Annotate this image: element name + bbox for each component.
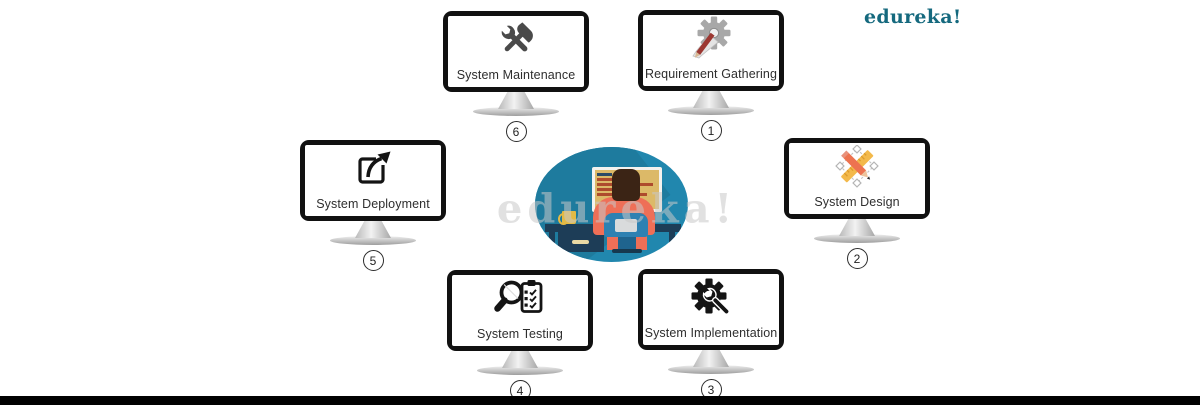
phase-number-badge: 5	[362, 250, 384, 271]
deploy-arrow-icon	[358, 151, 391, 184]
monitor-screen: System Deployment	[305, 145, 441, 216]
phase-number-badge: 6	[505, 121, 527, 142]
monitor-bezel: System Implementation	[638, 269, 784, 350]
monitor-system-maintenance: System Maintenance 6	[443, 11, 589, 142]
drawer-handle	[572, 240, 589, 244]
code-line	[597, 173, 612, 176]
monitor-stand	[693, 91, 729, 108]
magnifier-checklist-icon	[494, 280, 543, 313]
phase-label: System Deployment	[316, 197, 430, 211]
monitor-stand	[502, 351, 538, 368]
monitor-base	[668, 106, 754, 115]
monitor-system-testing: System Testing 4	[447, 270, 593, 401]
desk-leg	[669, 232, 675, 245]
chair-panel	[615, 219, 637, 232]
monitor-requirement-gathering: Requirement Gathering 1	[638, 10, 784, 141]
developer-illustration	[535, 147, 688, 262]
monitor-base	[477, 366, 563, 375]
code-line	[597, 178, 621, 181]
phase-label: System Maintenance	[456, 68, 576, 82]
monitor-stand	[693, 350, 729, 367]
phase-label: System Implementation	[644, 326, 778, 340]
phase-number-badge: 2	[846, 248, 868, 269]
monitor-screen: System Implementation	[643, 274, 779, 345]
coffee-mug	[562, 211, 576, 224]
phase-label: System Design	[814, 195, 900, 209]
phase-label: System Testing	[477, 327, 563, 341]
monitor-system-design: System Design 2	[784, 138, 930, 269]
monitor-base	[330, 236, 416, 245]
monitor-bezel: System Maintenance	[443, 11, 589, 92]
monitor-screen: Requirement Gathering	[643, 15, 779, 86]
edureka-logo: edureka!	[864, 6, 962, 28]
monitor-base	[668, 365, 754, 374]
gear-wrench-icon	[691, 278, 730, 315]
monitor-stand	[839, 219, 875, 236]
monitor-base	[473, 107, 559, 116]
monitor-screen: System Design	[789, 143, 925, 214]
chair-post	[618, 237, 636, 250]
gear-pencil-icon	[692, 16, 731, 59]
chair-feet	[612, 249, 642, 253]
monitor-base	[814, 234, 900, 243]
wrench-hammer-icon	[501, 22, 533, 52]
monitor-bezel: System Testing	[447, 270, 593, 351]
desk-leg	[549, 232, 555, 248]
monitor-stand	[355, 221, 391, 238]
phase-label: Requirement Gathering	[644, 67, 778, 81]
monitor-screen: System Testing	[452, 275, 588, 346]
monitor-system-implementation: System Implementation 3	[638, 269, 784, 400]
phase-number-badge: 1	[700, 120, 722, 141]
monitor-stand	[498, 92, 534, 109]
monitor-bezel: Requirement Gathering	[638, 10, 784, 91]
monitor-screen: System Maintenance	[448, 16, 584, 87]
monitor-bezel: System Deployment	[300, 140, 446, 221]
monitor-system-deployment: System Deployment 5	[300, 140, 446, 271]
pencil-ruler-icon	[835, 145, 879, 188]
desk-drawer	[558, 232, 604, 252]
monitor-bezel: System Design	[784, 138, 930, 219]
developer-head	[612, 169, 640, 201]
footer-bar	[0, 396, 1200, 405]
